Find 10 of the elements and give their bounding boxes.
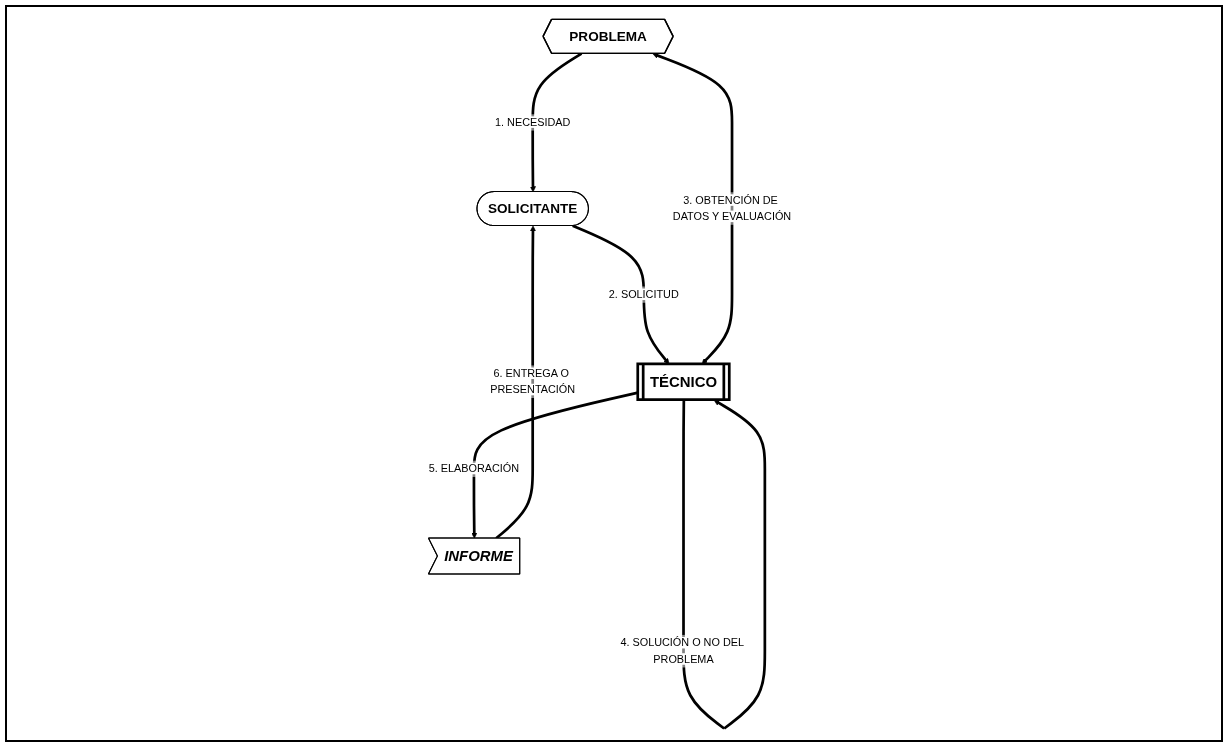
edge-label: 4. SOLUCIÓN O NO DEL PROBLEMA bbox=[620, 636, 744, 665]
edge-label: 5. ELABORACIÓN bbox=[428, 462, 520, 474]
arrow bbox=[652, 52, 734, 364]
edge-label: 1. NECESIDAD bbox=[494, 115, 571, 128]
edge-label: 2. SOLICITUD bbox=[608, 288, 679, 300]
arrow bbox=[572, 224, 670, 364]
edge-label: 6. ENTREGA O PRESENTACIÓN bbox=[490, 367, 575, 395]
edge-label: 3. OBTENCIÓN DE DATOS Y EVALUACIÓN bbox=[672, 193, 792, 222]
arrow bbox=[529, 52, 583, 192]
arrow bbox=[682, 399, 767, 730]
